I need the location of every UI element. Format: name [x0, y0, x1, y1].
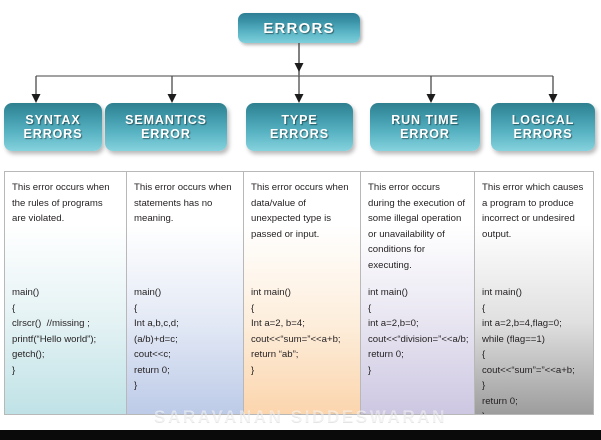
panel-semantics-description: This error occurs when statements has no… [134, 182, 232, 225]
panel-semantics-code: main() { Int a,b,c,d; (a/b)+d=c; cout<<c… [134, 287, 179, 392]
node-semantics-error-line1: SEMANTICS [125, 113, 207, 127]
node-type-errors[interactable]: TYPE ERRORS [246, 103, 353, 151]
node-semantics-error-line2: ERROR [141, 127, 191, 141]
node-syntax-errors[interactable]: SYNTAX ERRORS [4, 103, 102, 151]
node-run-time-error-line1: RUN TIME [391, 113, 459, 127]
node-errors-root-label: ERRORS [263, 19, 335, 37]
node-errors-root[interactable]: ERRORS [238, 13, 360, 43]
node-run-time-error-line2: ERROR [400, 127, 450, 141]
bottom-strip [0, 430, 601, 440]
panel-logical-description: This error which causes a program to pro… [482, 182, 584, 240]
detail-panels: This error occurs when the rules of prog… [4, 171, 597, 415]
node-type-errors-line1: TYPE [281, 113, 318, 127]
panel-type-code: int main() { Int a=2, b=4; cout<<“sum=”<… [251, 287, 341, 376]
panel-run-time: This error occurs during the execution o… [360, 171, 475, 415]
panel-semantics: This error occurs when statements has no… [126, 171, 244, 415]
node-syntax-errors-line1: SYNTAX [25, 113, 81, 127]
panel-logical-code: int main() { int a=2,b=4,flag=0; while (… [482, 287, 575, 414]
node-semantics-error[interactable]: SEMANTICS ERROR [105, 103, 227, 151]
panel-type: This error occurs when data/value of une… [243, 171, 361, 415]
connector-lines [31, 43, 558, 103]
panel-syntax-code: main() { clrscr() //missing ; printf(“He… [12, 287, 97, 376]
panel-type-description: This error occurs when data/value of une… [251, 182, 349, 240]
node-syntax-errors-line2: ERRORS [23, 127, 83, 141]
node-run-time-error[interactable]: RUN TIME ERROR [370, 103, 480, 151]
panel-syntax-description: This error occurs when the rules of prog… [12, 182, 110, 225]
node-logical-errors[interactable]: LOGICAL ERRORS [491, 103, 595, 151]
panel-run-time-code: int main() { int a=2,b=0; cout<<“divisio… [368, 287, 469, 376]
node-type-errors-line2: ERRORS [270, 127, 329, 141]
panel-logical: This error which causes a program to pro… [474, 171, 594, 415]
panel-run-time-description: This error occurs during the execution o… [368, 182, 466, 271]
node-logical-errors-line1: LOGICAL [511, 113, 575, 127]
node-logical-errors-line2: ERRORS [513, 127, 573, 141]
panel-syntax: This error occurs when the rules of prog… [4, 171, 127, 415]
